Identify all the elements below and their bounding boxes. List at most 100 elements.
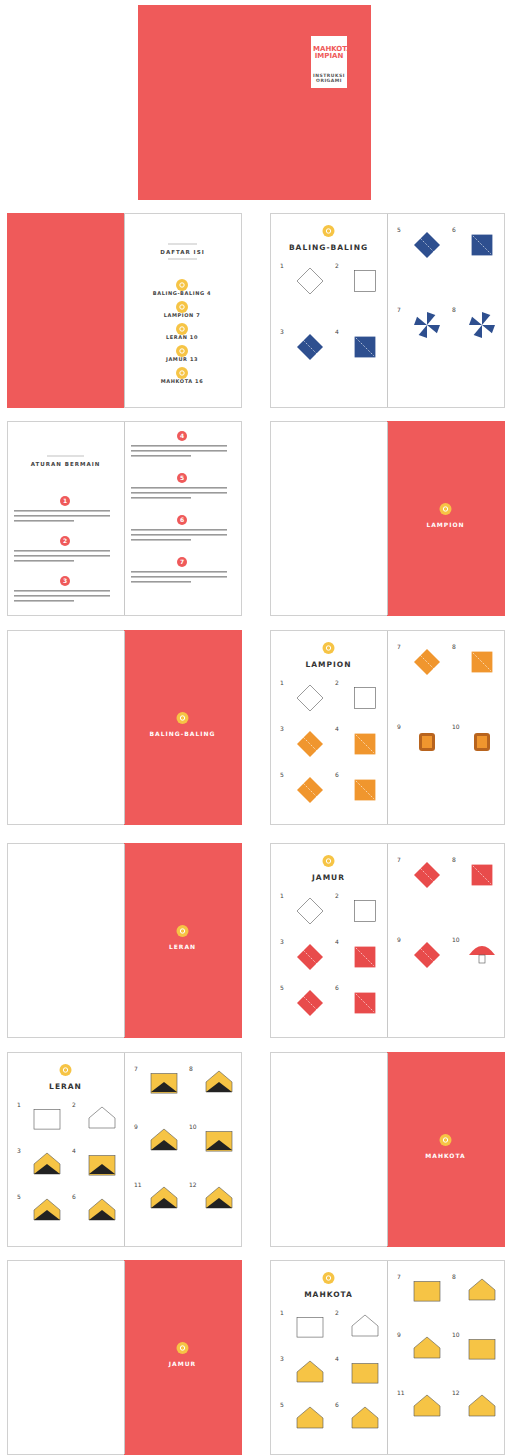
drawing-part xyxy=(297,944,323,970)
drawing-part xyxy=(297,1361,323,1382)
rule-number: 4 xyxy=(180,433,184,439)
drawing-part xyxy=(297,990,323,1016)
callout-number: 6 xyxy=(335,985,339,991)
drawing-part xyxy=(297,1407,323,1428)
drawing-part xyxy=(297,898,323,924)
callout-number: 3 xyxy=(280,939,284,945)
callout-number: 4 xyxy=(335,1356,339,1362)
drawing-part xyxy=(89,1164,115,1174)
page-gutters xyxy=(125,214,388,1454)
drawing-part xyxy=(206,1187,232,1208)
body-text-line xyxy=(14,550,110,552)
rule-number: 5 xyxy=(180,475,184,481)
drawing-part xyxy=(472,235,493,256)
callout-number: 4 xyxy=(335,726,339,732)
drawing-part xyxy=(151,1187,177,1208)
drawing-part xyxy=(473,236,491,254)
instruction-title: BALING-BALING xyxy=(270,243,387,252)
section-icon xyxy=(326,859,330,863)
drawing-part xyxy=(206,1071,232,1092)
section-icon xyxy=(176,323,188,335)
body-text-line xyxy=(131,455,191,457)
drawing-part xyxy=(34,1199,60,1220)
body-text-line xyxy=(131,529,227,531)
instruction-title: MAHKOTA xyxy=(270,1290,387,1299)
drawing-part xyxy=(89,1156,115,1176)
callout-number: 10 xyxy=(189,1124,197,1130)
body-text-line xyxy=(14,590,110,592)
toc-entry: LAMPION 7 xyxy=(164,313,201,318)
section-icon xyxy=(326,646,330,650)
drawing-part xyxy=(356,735,374,753)
cover-page xyxy=(138,5,371,200)
drawing-part xyxy=(356,994,374,1012)
drawing-part xyxy=(206,1132,232,1152)
drawing-part xyxy=(355,780,376,801)
drawing-part xyxy=(151,1074,177,1094)
rule-number: 2 xyxy=(63,538,67,544)
rule-bullet xyxy=(177,515,187,525)
drawing-part xyxy=(34,1210,60,1220)
callout-number: 3 xyxy=(280,329,284,335)
section-title: BALING-BALING xyxy=(124,730,241,737)
drawing-part xyxy=(355,947,376,968)
content-page: JAMUR xyxy=(270,843,387,1037)
callout-number: 10 xyxy=(452,724,460,730)
drawing-part xyxy=(418,653,436,671)
callout-number: 7 xyxy=(397,1274,401,1280)
callout-number: 6 xyxy=(72,1194,76,1200)
instruction-title: LAMPION xyxy=(270,660,387,669)
callout-number: 9 xyxy=(134,1124,138,1130)
drawing-part xyxy=(297,268,323,294)
callout-number: 7 xyxy=(134,1066,138,1072)
red-pages xyxy=(7,213,505,1455)
section-title: LERAN xyxy=(124,943,241,950)
section-icon xyxy=(323,642,335,654)
drawing-part xyxy=(414,317,427,325)
callout-number: 9 xyxy=(397,1332,401,1338)
section-icon xyxy=(180,371,184,375)
content-page: BALING-BALING xyxy=(270,213,387,407)
callout-number: 8 xyxy=(452,644,456,650)
drawing-part xyxy=(472,652,493,673)
section-icon xyxy=(440,503,452,515)
rule-number: 6 xyxy=(180,517,184,523)
section-icon xyxy=(180,1346,184,1350)
drawing-part xyxy=(301,781,319,799)
drawing-part xyxy=(352,1407,378,1428)
callout-number: 1 xyxy=(280,893,284,899)
spread-frames xyxy=(8,214,505,1455)
section-icon xyxy=(180,305,184,309)
drawing-part xyxy=(418,866,436,884)
drawing-part xyxy=(301,948,319,966)
section-page: LERAN xyxy=(124,843,241,1037)
drawing-part xyxy=(352,1364,378,1384)
drawing-part xyxy=(473,866,491,884)
drawing-part xyxy=(477,736,487,748)
drawing-part xyxy=(472,865,493,886)
callout-number: 5 xyxy=(397,227,401,233)
callout-number: 5 xyxy=(280,1402,284,1408)
drawing-part xyxy=(474,325,482,338)
callout-number: 8 xyxy=(189,1066,193,1072)
drawing-part xyxy=(479,955,485,963)
body-text-line xyxy=(131,534,227,536)
section-icon xyxy=(60,1064,72,1076)
callout-number: 9 xyxy=(397,937,401,943)
body-text-line xyxy=(131,576,227,578)
section-icon xyxy=(176,345,188,357)
body-text-line xyxy=(14,515,110,517)
drawing-part xyxy=(414,1395,440,1416)
section-icon xyxy=(177,1342,189,1354)
rule-line xyxy=(168,259,197,260)
drawing-part xyxy=(206,1140,232,1150)
callout-number: 1 xyxy=(280,263,284,269)
callout-number: 2 xyxy=(335,680,339,686)
drawing-part xyxy=(301,994,319,1012)
body-text-line xyxy=(14,595,110,597)
content-page: LERAN xyxy=(7,1052,124,1246)
section-icon xyxy=(176,279,188,291)
callout-number: 8 xyxy=(452,1274,456,1280)
